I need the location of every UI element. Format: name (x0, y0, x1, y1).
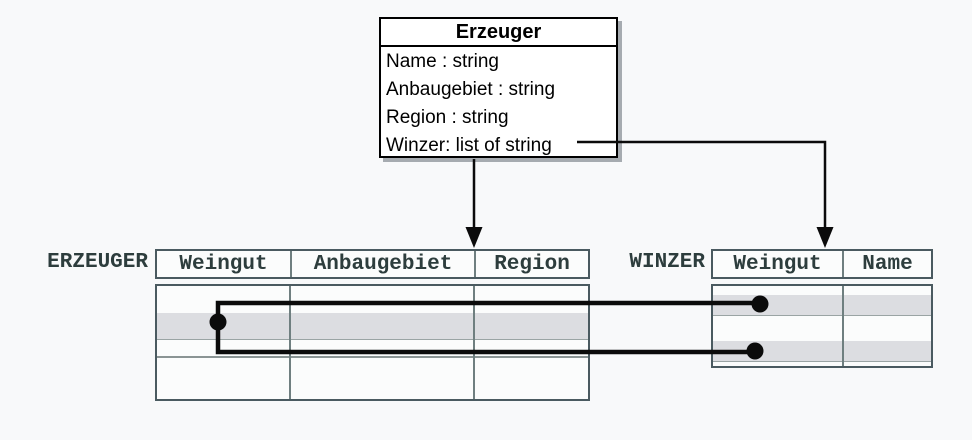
winzer-table-body (711, 284, 933, 368)
erzeuger-column-weingut: Weingut (179, 252, 268, 276)
uml-attribute-winzer: Winzer: list of string (386, 135, 552, 156)
uml-class-title: Erzeuger (381, 19, 616, 47)
erzeuger-column-anbaugebiet: Anbaugebiet (290, 251, 474, 277)
winzer-column-weingut: Weingut (733, 252, 822, 276)
erzeuger-row-line (157, 356, 588, 358)
erzeuger-column-region: Region (474, 251, 588, 277)
uml-attribute-anbaugebiet: Anbaugebiet : string (386, 79, 556, 100)
column-separator (473, 286, 475, 399)
erzeuger-table-body (155, 284, 590, 401)
down-arrowhead-icon (816, 227, 834, 248)
winzer-column-name: Name (842, 251, 931, 277)
winzer-highlighted-row-2 (713, 341, 931, 362)
erzeuger-table-label: ERZEUGER (47, 251, 148, 274)
column-separator (842, 286, 844, 366)
uml-attribute-name: Name : string (386, 51, 499, 72)
erzeuger-table-header: Weingut Anbaugebiet Region (155, 249, 590, 279)
down-arrowhead-icon (465, 227, 483, 248)
uml-attribute-list: Name : string Anbaugebiet : string Regio… (381, 47, 616, 160)
winzer-table-label: WINZER (629, 251, 705, 274)
erzeuger-highlighted-row (157, 313, 588, 340)
winzer-table-header: Weingut Name (711, 249, 933, 279)
uml-class-erzeuger: Erzeuger Name : string Anbaugebiet : str… (379, 17, 618, 158)
erzeuger-association-arrow (465, 159, 483, 248)
column-separator (289, 286, 291, 399)
uml-attribute-region: Region : string (386, 107, 509, 128)
winzer-highlighted-row-1 (713, 295, 931, 316)
